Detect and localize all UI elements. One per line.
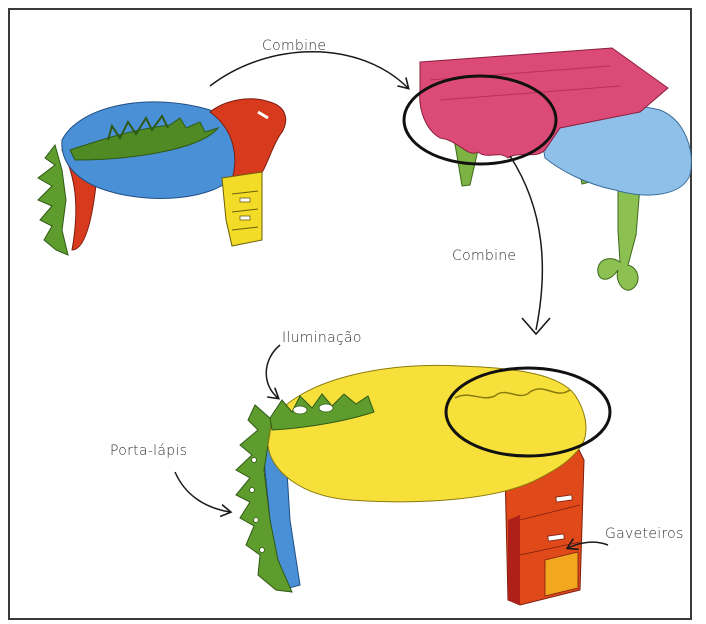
arrow-iluminacao (266, 345, 280, 398)
label-iluminacao: Iluminação (282, 330, 362, 346)
sketch-pink-blue-table (404, 48, 691, 290)
green-leg-right (598, 186, 640, 290)
label-porta-lapis: Porta-lápis (110, 443, 187, 459)
arrow-combine-right (510, 156, 542, 330)
arrow-combine-top (210, 52, 408, 88)
sketch-combined-desk (236, 365, 610, 605)
label-gaveteiros: Gaveteiros (605, 526, 684, 542)
green-spikes-left (38, 145, 68, 255)
label-combine-right: Combine (452, 248, 516, 264)
sketch-creature-desk (38, 99, 286, 255)
arrow-porta-lapis (175, 472, 230, 512)
label-combine-top: Combine (262, 38, 326, 54)
